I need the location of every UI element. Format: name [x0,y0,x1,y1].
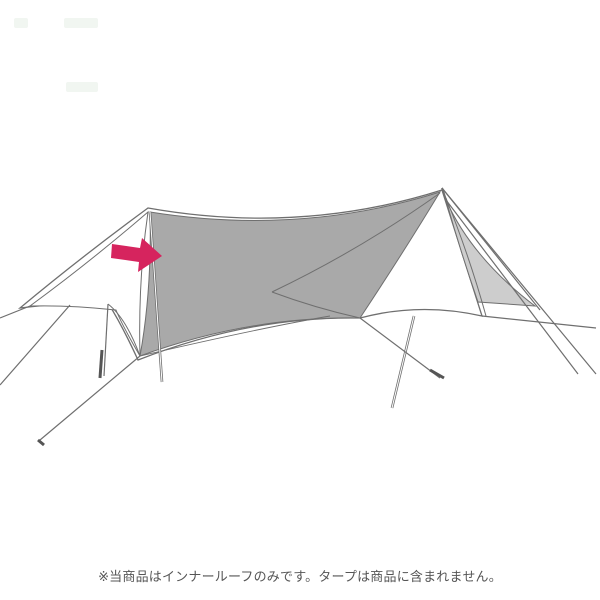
seam-line-4 [445,197,487,317]
stake-right [429,368,445,380]
faint-watermark-mark-1 [14,18,28,28]
faint-watermark-mark-3 [66,82,98,92]
seam-line-3 [139,315,331,357]
guy-line-9 [441,187,541,311]
guy-line-1 [0,305,31,319]
pole-front-left-inner [149,211,163,383]
guy-line-8 [481,315,597,329]
guy-line-2 [0,304,71,386]
inner-roof-side-panel [445,199,537,307]
guy-line-3 [103,303,109,377]
seam-line-1 [271,192,441,293]
pole-front-right-inner [391,315,415,409]
pointer-arrow [111,238,162,272]
seam-line-2 [271,291,361,319]
guy-line-5 [359,317,441,379]
left-wing-curve [107,303,141,357]
stake-left [98,349,104,379]
guy-line-7 [445,199,579,375]
guy-line-4 [39,355,141,441]
pole-back [441,187,447,201]
faint-watermark-mark-2 [64,18,98,28]
inner-roof-panel [139,191,442,357]
disclaimer-caption: ※当商品はインナールーフのみです。タープは商品に含まれません。 [98,570,502,585]
stake-front [37,438,45,447]
